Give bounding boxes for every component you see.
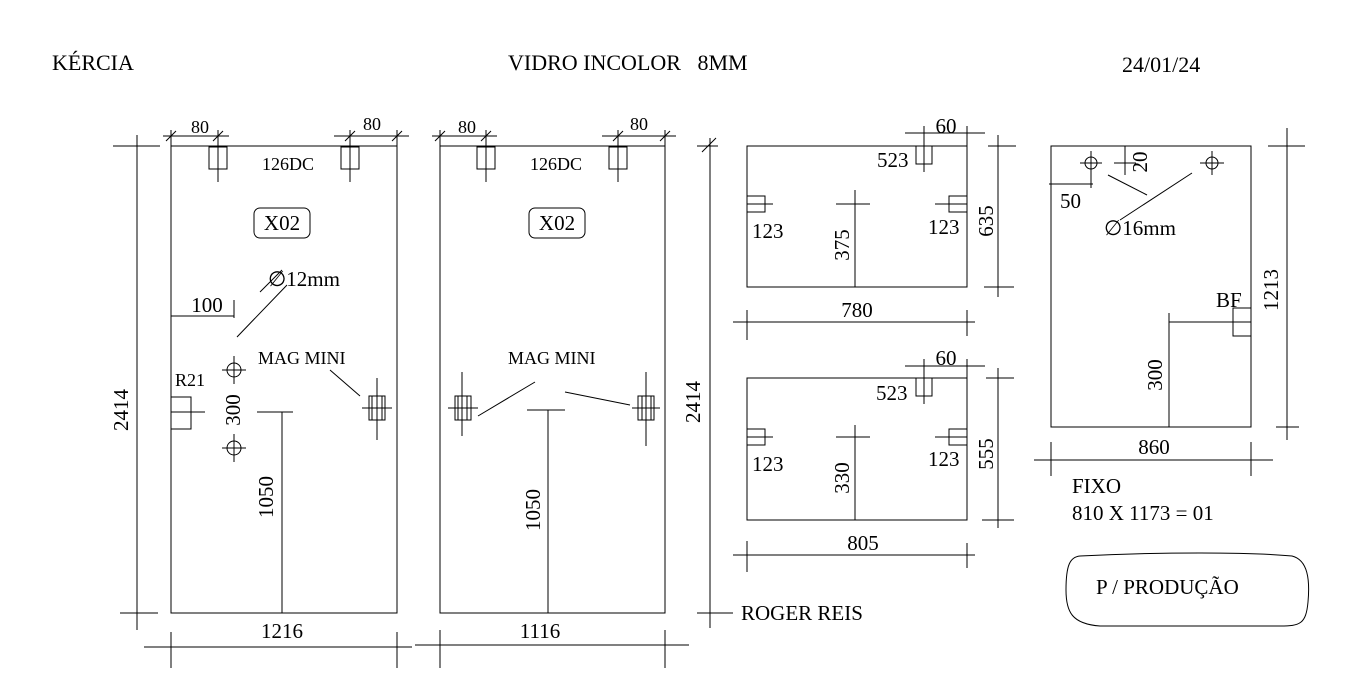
panel-2-handle-height: 1050 [521,489,545,531]
drawing-date: 24/01/24 [1122,52,1200,77]
panel-5: 20 50 ∅16mm BF 300 1213 860 FIXO 810 X 1… [1034,128,1305,525]
panel-1-hole-offset: 100 [191,293,223,317]
panel-1-left-offset: 80 [191,117,209,137]
production-stamp-box [1065,552,1310,627]
panel-4-center-height: 330 [830,462,854,494]
panel-2-tag-box [528,207,586,239]
panel-2-height-label: 2414 [681,381,705,424]
panel-1-hinge-code: 126DC [262,154,314,174]
panel-1-magnet-label: MAG MINI [258,348,346,368]
panel-1-width-label: 1216 [261,619,303,643]
panel-2-hinge-code: 126DC [530,154,582,174]
panel-1-outline [170,145,398,614]
panel-3-top-offset: 60 [936,114,957,138]
panel-4-width-label: 805 [847,531,879,555]
panel-1-hole-spacing: 300 [221,394,245,426]
panel-2-left-offset: 80 [458,117,476,137]
panel-2-magnet-label: MAG MINI [508,348,596,368]
glass-spec: VIDRO INCOLOR 8MM [508,50,748,75]
panel-5-height-label: 1213 [1259,269,1283,311]
panel-4-height-label: 555 [974,438,998,470]
panel-3: 60 523 123 123 375 635 780 [733,114,1016,340]
panel-5-fixed-size: 810 X 1173 = 01 [1072,501,1214,525]
panel-3-height-label: 635 [974,205,998,237]
panel-3-cut-left: 123 [752,219,784,243]
panel-1-lock-cutout [170,396,192,430]
client-name: KÉRCIA [52,50,134,75]
panel-2-right-offset: 80 [630,114,648,134]
panel-3-width-label: 780 [841,298,873,322]
panel-1-lock-label: R21 [175,370,205,390]
panel-5-hole-edge-offset: 50 [1060,189,1081,213]
panel-3-cut-right: 123 [928,215,960,239]
production-stamp: P / PRODUÇÃO [1096,575,1239,599]
panel-4-outline [746,377,968,521]
panel-2-outline [439,145,666,614]
panel-5-hole-diameter: ∅16mm [1104,216,1176,240]
panel-1-height-label: 2414 [109,389,133,432]
panel-1-tag-box [253,207,311,239]
panel-1-tag: X02 [264,211,300,235]
panel-5-hole-top-offset: 20 [1128,152,1152,173]
panel-2-tag: X02 [539,211,575,235]
panel-2: 2414 1116 80 80 126DC X02 MAG MINI [415,114,722,668]
panel-4-cut-left: 123 [752,452,784,476]
panel-3-center-height: 375 [830,229,854,261]
panel-5-width-label: 860 [1138,435,1170,459]
panel-5-outline [1050,145,1252,428]
panel-1-handle-height: 1050 [254,476,278,518]
panel-1-right-offset: 80 [363,114,381,134]
panel-4: 60 523 123 123 330 555 805 [733,346,1014,572]
panel-3-outline [746,145,968,288]
panel-4-cut-right: 123 [928,447,960,471]
panel-5-fixed-label: FIXO [1072,474,1121,498]
panel-4-top-offset: 60 [936,346,957,370]
panel-1-hole-diameter: ∅12mm [268,267,340,291]
author-signature: ROGER REIS [741,601,863,625]
panel-4-cut-top: 523 [876,381,908,405]
panel-2-width-label: 1116 [520,619,560,643]
panel-1: 2414 1216 80 80 126DC X02 ∅12mm [109,114,412,668]
panel-5-fitting-height: 300 [1143,359,1167,391]
panel-3-cut-top: 523 [877,148,909,172]
